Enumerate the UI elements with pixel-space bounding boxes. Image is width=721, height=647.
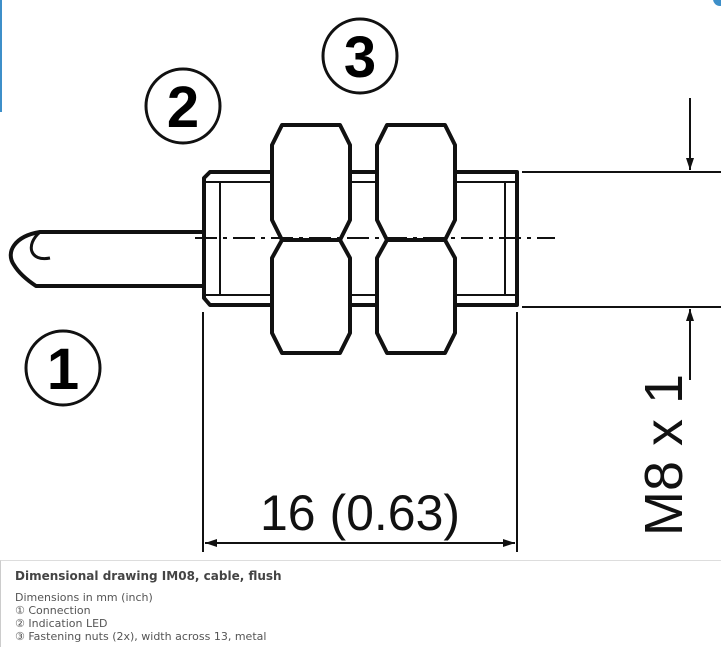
thread-dimension: M8 x 1	[634, 374, 694, 536]
nut-2	[375, 123, 457, 355]
left-edge-accent	[0, 0, 2, 112]
label-nuts: 3	[344, 25, 376, 90]
caption-units: Dimensions in mm (inch)	[15, 591, 153, 604]
length-dimension: 16 (0.63)	[260, 485, 460, 541]
caption-item-connection: ① Connection	[15, 604, 91, 617]
nut-1	[270, 123, 352, 355]
label-led: 2	[167, 75, 199, 140]
figure-caption: Dimensional drawing IM08, cable, flush D…	[0, 560, 721, 647]
caption-item-nuts: ③ Fastening nuts (2x), width across 13, …	[15, 630, 267, 643]
caption-title: Dimensional drawing IM08, cable, flush	[15, 569, 282, 583]
label-connection: 1	[47, 337, 79, 402]
dimensional-drawing: 3 2 1 16 (0.63) M8 x 1	[8, 17, 721, 552]
cable	[8, 230, 205, 288]
sensor-body	[202, 170, 519, 307]
caption-item-led: ② Indication LED	[15, 617, 108, 630]
corner-badge	[713, 0, 721, 6]
